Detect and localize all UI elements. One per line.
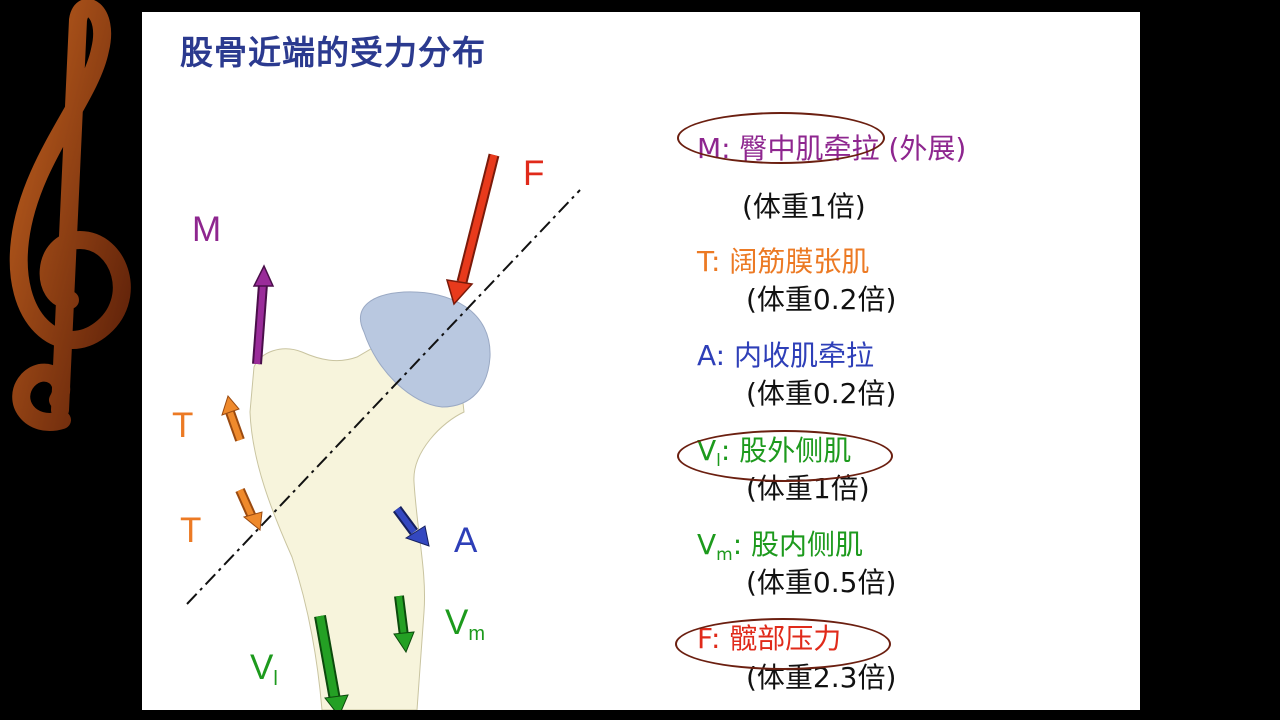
femoral-head xyxy=(359,291,491,408)
slide: 股骨近端的受力分布 xyxy=(142,12,1140,710)
label-F: F xyxy=(523,154,545,193)
label-M: M xyxy=(192,210,222,249)
arrow-F xyxy=(445,153,500,306)
arrow-T-lower xyxy=(235,487,263,531)
slide-title: 股骨近端的受力分布 xyxy=(180,33,486,72)
arrow-Vl xyxy=(314,614,349,710)
legend-weight-T: (体重0.2倍) xyxy=(746,283,897,316)
legend-item-Vm: Vm: 股内侧肌 xyxy=(697,528,864,565)
legend-weight-A: (体重0.2倍) xyxy=(746,377,897,410)
label-Vm: Vm xyxy=(445,603,486,645)
emphasis-oval-M xyxy=(677,112,885,164)
legend-item-T: T: 阔筋膜张肌 xyxy=(697,245,870,278)
treble-clef-icon xyxy=(9,0,131,431)
legend-weight-M: (体重1倍) xyxy=(742,190,866,223)
label-T-lower: T xyxy=(180,511,202,550)
femur-bone xyxy=(249,321,465,710)
arrow-A xyxy=(392,506,430,547)
arrow-T-upper xyxy=(221,394,245,442)
femur-diagram xyxy=(186,153,581,710)
emphasis-oval-Vl xyxy=(677,430,893,482)
legend-item-A: A: 内收肌牵拉 xyxy=(697,339,875,372)
arrow-M xyxy=(252,264,275,365)
label-A: A xyxy=(454,521,478,560)
emphasis-oval-F xyxy=(675,618,891,670)
legend-weight-Vm: (体重0.5倍) xyxy=(746,566,897,599)
label-Vl: Vl xyxy=(250,648,278,690)
arrow-Vm xyxy=(393,595,415,654)
label-T-upper: T xyxy=(172,406,194,445)
